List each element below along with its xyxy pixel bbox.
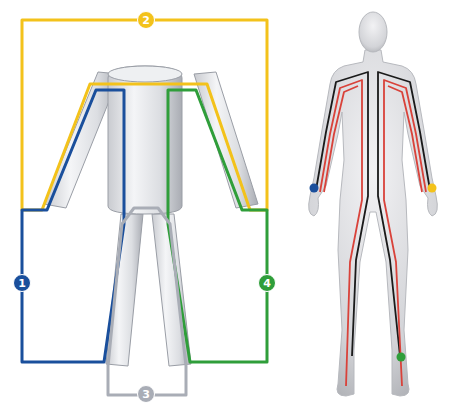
red-line-left-arm: [324, 86, 358, 192]
callout-circle: 3: [137, 385, 155, 403]
red-line-right-arm: [388, 86, 422, 192]
callout-number: 3: [142, 389, 150, 400]
cylinder-body: [44, 66, 258, 366]
callout-circle: 1: [13, 274, 31, 292]
electrode-yellow: [428, 184, 437, 193]
body-silhouette: [309, 50, 438, 396]
human-figure: [309, 12, 438, 396]
callout-circle: 4: [258, 274, 276, 292]
loop-4: [168, 90, 267, 362]
callout-circle: 2: [137, 11, 155, 29]
electrode-blue: [310, 184, 319, 193]
callout-number: 1: [18, 278, 26, 289]
head: [359, 12, 387, 52]
callout-number: 2: [142, 15, 150, 26]
torso-top: [108, 66, 182, 82]
loop-1: [22, 90, 124, 362]
measurement-loops: [22, 20, 267, 395]
callout-number: 4: [263, 278, 271, 289]
red-line-left: [320, 80, 362, 386]
loop-3: [108, 208, 186, 395]
electrode-green: [397, 353, 406, 362]
torso-cylinder: [108, 66, 182, 214]
red-line-right: [384, 80, 426, 386]
